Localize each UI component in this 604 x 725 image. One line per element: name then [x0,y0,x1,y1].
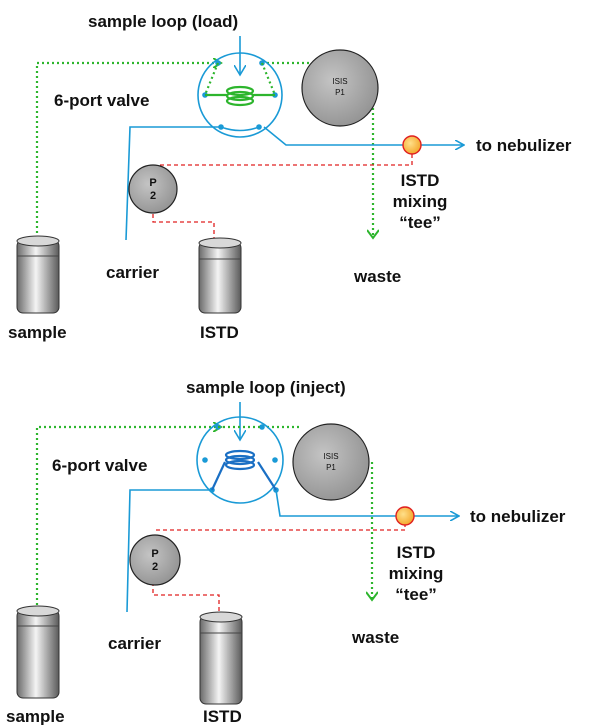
pump-label-line1: P [151,548,158,560]
tee-label-line3: “tee” [399,213,441,232]
sample-line [35,63,218,248]
panel-inject: sample loop (inject) 6-p [6,378,566,725]
waste-label: waste [351,628,399,647]
pump-label-line1: ISIS [323,452,338,461]
pump-p2[interactable]: P 2 [129,534,181,586]
pump-label-line2: P1 [326,463,336,472]
pump-body [292,423,370,501]
istd-label: ISTD [200,323,239,342]
valve-port [202,457,208,463]
mixing-tee[interactable] [395,506,415,526]
waste-label: waste [353,267,401,286]
sample-loop-coil [211,449,277,491]
tee-label-line2: mixing [393,192,448,211]
carrier-line [125,126,221,241]
panel-load: sample loop (load) [8,12,572,342]
pump-label-line2: 2 [152,561,158,573]
isis-pump-p1[interactable]: ISIS P1 [301,49,379,127]
tee-label-line1: ISTD [401,171,440,190]
sample-label: sample [6,707,65,725]
istd-bottle-icon [199,611,243,705]
valve-body [197,52,283,138]
pump-label-line2: P1 [335,88,345,97]
pump-label-line1: P [149,177,156,189]
isis-pump-p1[interactable]: ISIS P1 [292,423,370,501]
valve-outlet-line [263,126,408,146]
istd-label: ISTD [203,707,242,725]
mixing-tee[interactable] [402,135,422,155]
sample-label: sample [8,323,67,342]
pump-body [301,49,379,127]
nebulizer-label: to nebulizer [476,136,572,155]
istd-line [156,523,406,531]
six-port-valve[interactable] [197,52,283,138]
tee-label-line3: “tee” [395,585,437,604]
pump-body [128,164,178,214]
valve-channel [220,126,260,132]
pump-label-line1: ISIS [332,77,347,86]
six-port-valve[interactable] [196,416,284,504]
valve-channel [260,62,277,96]
pump-body [129,534,181,586]
valve-body [196,416,284,504]
tee-label-line2: mixing [389,564,444,583]
valve-channel [203,62,220,96]
valve-port [259,424,265,430]
carrier-line [126,489,212,613]
istd-line [160,154,413,166]
valve-outlet-line [275,489,396,517]
istd-bottle-icon [198,237,242,314]
carrier-label: carrier [106,263,159,282]
nebulizer-label: to nebulizer [470,507,566,526]
sample-bottle-icon [16,605,60,699]
valve-label: 6-port valve [52,456,147,475]
carrier-label: carrier [108,634,161,653]
sample-line [35,427,218,640]
pump-label-line2: 2 [150,190,156,202]
loop-title: sample loop (inject) [186,378,346,397]
pump-p2[interactable]: P 2 [128,164,178,214]
sample-bottle-icon [16,235,60,314]
tee-label-line1: ISTD [397,543,436,562]
valve-port [272,457,278,463]
valve-label: 6-port valve [54,91,149,110]
loop-title: sample loop (load) [88,12,238,31]
sample-loop-coil [205,85,275,107]
